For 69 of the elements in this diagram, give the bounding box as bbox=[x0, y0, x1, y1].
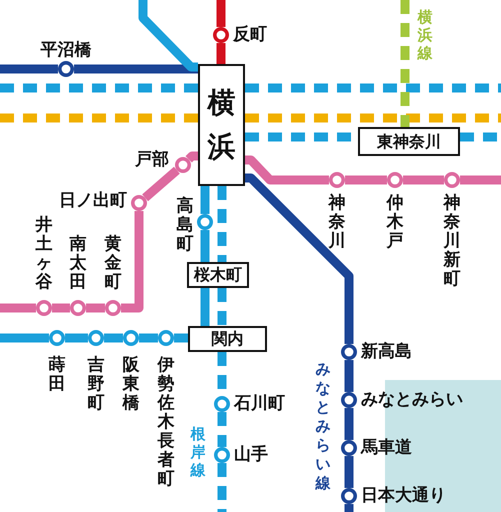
line-name: 根岸線 bbox=[190, 425, 206, 479]
rail-line bbox=[218, 412, 226, 447]
rail-line bbox=[121, 211, 144, 312]
rail-line bbox=[65, 334, 88, 342]
station-name: 石川町 bbox=[234, 396, 285, 412]
rail-line bbox=[174, 334, 188, 342]
station-name: 黄金町 bbox=[104, 235, 122, 292]
rail-line bbox=[460, 176, 501, 184]
rail-line bbox=[86, 304, 105, 312]
rail-line bbox=[0, 334, 49, 342]
rail-line bbox=[344, 456, 354, 488]
station-name: 仲木戸 bbox=[386, 194, 404, 251]
station-box bbox=[188, 326, 267, 352]
station-name: 東神奈川 bbox=[377, 134, 441, 150]
rail-line bbox=[345, 176, 387, 184]
line-name: みなとみらい線 bbox=[316, 360, 330, 493]
rail-line bbox=[218, 288, 226, 326]
station-name: 南太田 bbox=[70, 235, 86, 292]
station-name: 高島町 bbox=[176, 197, 194, 254]
rail-line bbox=[186, 152, 198, 162]
rail-line bbox=[400, 0, 410, 127]
station-name: 山手 bbox=[234, 446, 268, 464]
station-name: 神奈川新町 bbox=[444, 194, 460, 289]
rail-line bbox=[245, 174, 354, 344]
rail-line bbox=[403, 176, 444, 184]
line-name: 横浜線 bbox=[418, 8, 432, 62]
station-box bbox=[187, 262, 249, 288]
station-name: 井土ヶ谷 bbox=[36, 216, 52, 292]
rail-line bbox=[200, 230, 210, 262]
rail-line bbox=[200, 288, 210, 326]
rail-line bbox=[52, 304, 70, 312]
station-name: 日本大通り bbox=[361, 488, 446, 504]
rail-line bbox=[138, 0, 198, 72]
rail-line bbox=[74, 64, 198, 74]
rail-line bbox=[0, 64, 58, 74]
rail-line bbox=[142, 166, 180, 202]
rail-line bbox=[245, 156, 329, 184]
station-name: 阪東橋 bbox=[122, 356, 140, 413]
station-box bbox=[198, 64, 245, 186]
rail-line bbox=[245, 84, 501, 92]
rail-line bbox=[0, 304, 36, 312]
rail-line bbox=[344, 408, 354, 440]
station-name: 反町 bbox=[233, 26, 267, 44]
station-box bbox=[358, 127, 460, 156]
rail-line bbox=[344, 504, 354, 512]
rail-line bbox=[104, 334, 123, 342]
rail-line bbox=[216, 0, 226, 27]
rail-line bbox=[200, 186, 210, 214]
rail-line bbox=[344, 360, 354, 392]
rail-line bbox=[0, 84, 198, 92]
station-name: 蒔田 bbox=[48, 356, 66, 394]
station-name: 新高島 bbox=[361, 344, 412, 360]
station-name: 関内 bbox=[212, 331, 244, 347]
station-name: みなとみらい bbox=[361, 392, 463, 408]
station-name: 横浜 bbox=[208, 85, 236, 165]
rail-line bbox=[245, 114, 501, 122]
rail-line bbox=[218, 186, 226, 262]
station-name: 日ノ出町 bbox=[59, 192, 127, 210]
station-name: 桜木町 bbox=[194, 267, 242, 283]
station-name: 戸部 bbox=[135, 152, 169, 168]
station-name: 吉野町 bbox=[88, 356, 104, 413]
rail-line bbox=[139, 334, 158, 342]
station-name: 馬車道 bbox=[361, 440, 412, 456]
station-name: 伊勢佐木長者町 bbox=[158, 356, 174, 489]
station-name: 神奈川 bbox=[328, 194, 346, 251]
rail-line bbox=[218, 463, 226, 512]
station-name: 平沼橋 bbox=[40, 42, 92, 59]
rail-line bbox=[216, 43, 226, 64]
rail-line bbox=[0, 114, 198, 122]
